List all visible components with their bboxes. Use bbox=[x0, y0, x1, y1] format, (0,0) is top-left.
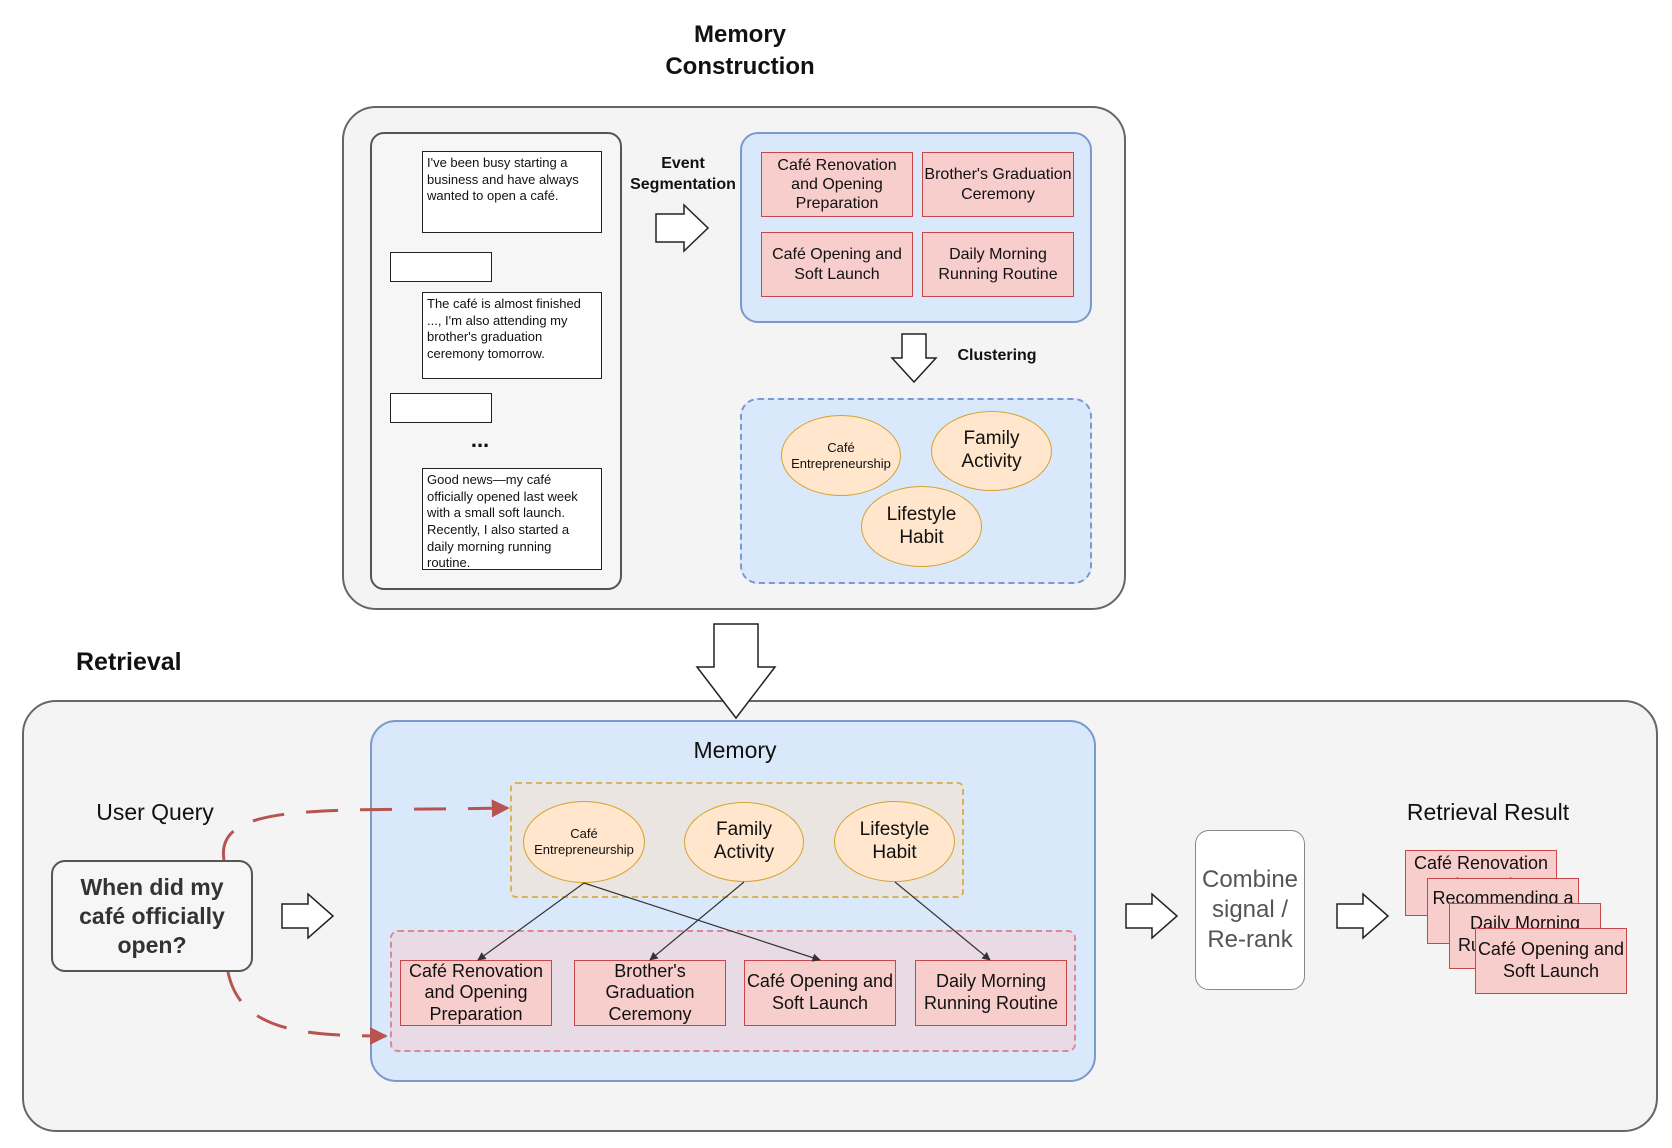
memory-event-cafe-renovation: Café Renovation and Opening Preparation bbox=[400, 960, 552, 1026]
combine-rerank-box: Combine signal / Re-rank bbox=[1195, 830, 1305, 990]
memory-event-running-routine: Daily Morning Running Routine bbox=[915, 960, 1067, 1026]
result-card-4: Café Opening and Soft Launch bbox=[1475, 928, 1627, 994]
topic-lifestyle-habit: Lifestyle Habit bbox=[834, 801, 955, 882]
event-graduation: Brother's Graduation Ceremony bbox=[922, 152, 1074, 217]
dialogue-turn-1: I've been busy starting a business and h… bbox=[422, 151, 602, 233]
topic-family-activity: Family Activity bbox=[684, 802, 804, 882]
combine-to-result-arrow-icon bbox=[1336, 892, 1390, 940]
memory-label: Memory bbox=[693, 736, 777, 763]
topic-event-links bbox=[477, 881, 991, 962]
memory-to-combine-arrow-icon bbox=[1125, 892, 1179, 940]
construction-title: Memory Construction bbox=[665, 21, 815, 80]
dashed-curved-arrow-icon bbox=[221, 799, 510, 861]
hollow-down-arrow-icon bbox=[890, 333, 938, 384]
memory-event-graduation: Brother's Graduation Ceremony bbox=[574, 960, 726, 1026]
dialogue-placeholder-2 bbox=[390, 393, 492, 423]
dialogue-turn-3: Good news—my café officially opened last… bbox=[422, 468, 602, 570]
event-running-routine: Daily Morning Running Routine bbox=[922, 232, 1074, 297]
dialogue-ellipsis: ... bbox=[470, 427, 490, 452]
big-down-arrow-icon bbox=[695, 623, 777, 720]
cluster-cafe-entrepreneurship: Café Entrepreneurship bbox=[781, 415, 901, 496]
dialogue-turn-2: The café is almost finished ..., I'm als… bbox=[422, 292, 602, 379]
user-query-label: User Query bbox=[96, 798, 214, 825]
cluster-family-activity: Family Activity bbox=[931, 411, 1052, 491]
event-cafe-renovation: Café Renovation and Opening Preparation bbox=[761, 152, 913, 217]
hollow-right-arrow-icon bbox=[655, 203, 710, 253]
event-cafe-opening: Café Opening and Soft Launch bbox=[761, 232, 913, 297]
cluster-lifestyle-habit: Lifestyle Habit bbox=[861, 486, 982, 567]
query-arrow-icon bbox=[281, 892, 335, 940]
user-query-box: When did my café officially open? bbox=[51, 860, 253, 972]
clustering-label: Clustering bbox=[957, 347, 1037, 364]
dialogue-placeholder-1 bbox=[390, 252, 492, 282]
event-segmentation-label: Event Segmentation bbox=[630, 155, 736, 193]
topic-cafe-entrepreneurship: Café Entrepreneurship bbox=[523, 801, 645, 883]
retrieval-title: Retrieval bbox=[76, 648, 182, 676]
retrieval-result-label: Retrieval Result bbox=[1406, 798, 1570, 825]
dashed-curved-arrow-icon bbox=[226, 971, 388, 1045]
